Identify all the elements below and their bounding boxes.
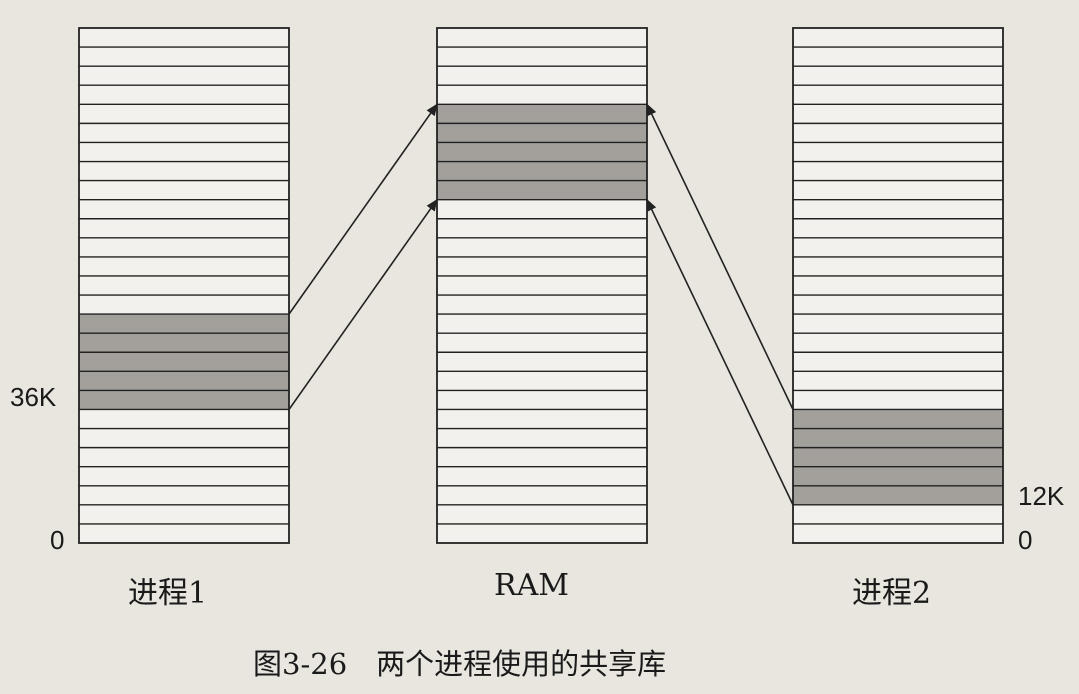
mapping-arrow: [646, 198, 794, 506]
process2-column-border: [792, 27, 1004, 544]
ram-shared-page: [437, 161, 647, 181]
process1-shared-page: [79, 352, 289, 372]
process2-marker-0: 0: [1018, 525, 1033, 555]
mapping-arrow: [288, 103, 438, 315]
mapping-arrow: [646, 103, 794, 410]
ram-label: RAM: [494, 568, 569, 603]
ram-shared-page: [437, 180, 647, 200]
ram-shared-page: [437, 123, 647, 143]
process1-marker-36k: 36K: [10, 382, 57, 412]
process1-shared-page: [79, 390, 289, 410]
process2-shared-page: [793, 409, 1003, 429]
process2-label: 进程2: [852, 576, 932, 611]
process1-column-bg: [79, 28, 289, 543]
process1-shared-page: [79, 314, 289, 334]
process2-shared-page: [793, 466, 1003, 486]
ram-shared-page: [437, 142, 647, 162]
ram-column-border: [436, 27, 648, 544]
process1-column-border: [78, 27, 290, 544]
process2-marker-12k: 12K: [1018, 481, 1065, 511]
process1-shared-page: [79, 333, 289, 353]
process2-shared-page: [793, 428, 1003, 448]
process1-shared-page: [79, 371, 289, 391]
process2-shared-page: [793, 447, 1003, 467]
figure-caption: 图3-26 两个进程使用的共享库: [253, 647, 667, 681]
process1-marker-0: 0: [50, 525, 65, 555]
process2-shared-page: [793, 485, 1003, 505]
mapping-arrow: [288, 198, 438, 410]
ram-shared-page: [437, 104, 647, 124]
process1-label: 进程1: [128, 576, 208, 611]
